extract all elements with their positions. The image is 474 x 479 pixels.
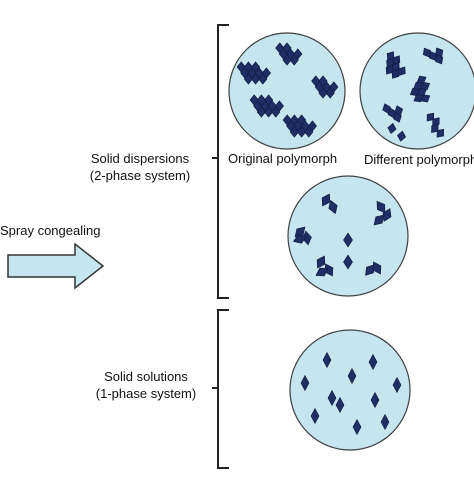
molecule <box>322 351 332 369</box>
original-crystal <box>264 106 274 118</box>
original-crystal <box>289 126 299 138</box>
dispersed <box>292 234 308 244</box>
dispersed <box>328 199 338 215</box>
dispersed <box>343 232 353 248</box>
dispersed <box>315 267 329 277</box>
circle-solid-solution <box>289 329 411 451</box>
molecule <box>392 376 402 394</box>
dispersed <box>373 214 385 226</box>
dispersed <box>372 261 382 275</box>
molecule <box>335 396 345 414</box>
molecule <box>310 407 320 425</box>
group-title-solid-solutions: Solid solutions (1-phase system) <box>76 368 216 402</box>
original-crystal <box>256 106 266 118</box>
different-crystal <box>435 54 444 65</box>
different-crystal <box>393 112 402 123</box>
different-crystal <box>385 65 394 75</box>
original-crystal <box>304 126 314 138</box>
molecule <box>368 353 378 371</box>
different-crystal <box>436 128 444 138</box>
spray-congealing-label: Spray congealing <box>0 223 101 238</box>
label-original-polymorph: Original polymorph <box>228 151 338 166</box>
bracket-solid-solutions <box>217 309 229 469</box>
original-crystal <box>258 73 268 85</box>
molecule <box>352 418 362 436</box>
original-crystal <box>271 106 281 118</box>
original-crystal <box>251 73 261 85</box>
dispersed <box>294 226 306 238</box>
different-crystal <box>426 112 435 122</box>
original-crystal <box>297 126 307 138</box>
molecule <box>347 367 357 385</box>
dispersed <box>343 254 353 270</box>
molecule <box>327 389 337 407</box>
molecule <box>370 391 380 409</box>
circle-original-polymorph <box>228 32 346 150</box>
different-crystal <box>413 94 424 103</box>
solid-dispersions-line2: (2-phase system) <box>89 168 191 183</box>
different-crystal <box>387 122 397 135</box>
bracket-solid-dispersions <box>217 24 229 299</box>
original-crystal <box>243 73 253 85</box>
solid-solutions-line1: Solid solutions <box>104 369 188 384</box>
solid-dispersions-line1: Solid dispersions <box>90 151 190 166</box>
original-crystal <box>325 87 335 99</box>
solid-solutions-line2: (1-phase system) <box>95 386 197 401</box>
different-crystal <box>409 88 420 96</box>
molecule <box>380 413 390 431</box>
different-crystal <box>431 124 439 133</box>
molecule <box>300 374 310 392</box>
dispersed <box>321 193 331 207</box>
dispersed <box>382 208 392 222</box>
group-title-solid-dispersions: Solid dispersions (2-phase system) <box>70 150 210 184</box>
original-crystal <box>282 54 292 66</box>
different-crystal <box>391 69 400 79</box>
process-arrow <box>7 242 105 290</box>
original-crystal <box>289 54 299 66</box>
original-crystal <box>318 87 328 99</box>
dispersed <box>316 255 326 269</box>
label-different-polymorph: Different polymorph <box>364 152 474 167</box>
different-crystal <box>397 130 407 142</box>
